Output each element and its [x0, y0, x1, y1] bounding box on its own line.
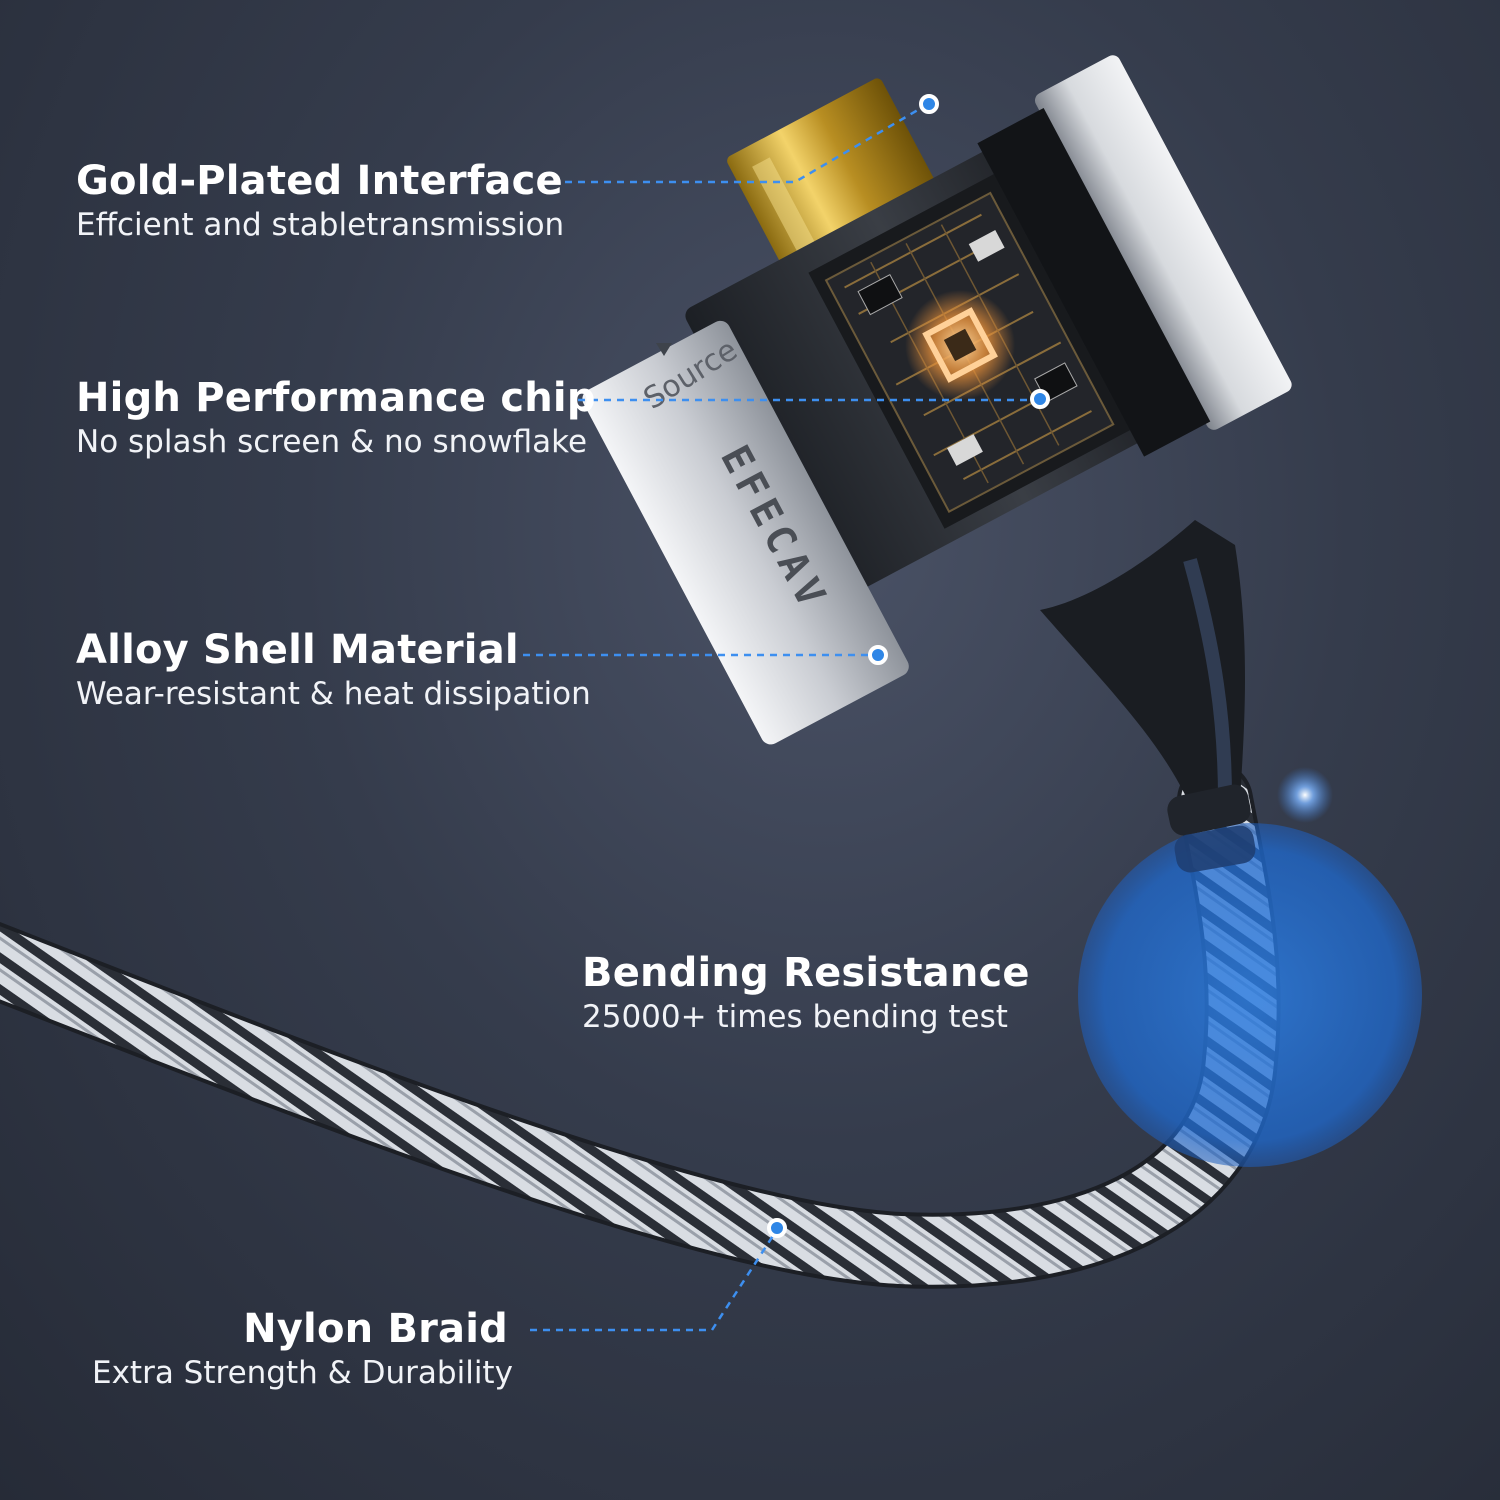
feature-title: Bending Resistance: [582, 950, 1030, 996]
callout-dot-nylon: [767, 1218, 787, 1238]
alloy-shell-left: [582, 320, 909, 745]
feature-description: Extra Strength & Durability: [92, 1355, 513, 1391]
bending-highlight-circle: [1078, 823, 1422, 1167]
feature-title: Nylon Braid: [243, 1306, 508, 1352]
feature-title: Alloy Shell Material: [76, 627, 519, 673]
feature-title: High Performance chip: [76, 375, 596, 421]
strain-relief: [1040, 520, 1256, 873]
blue-spark: [1277, 767, 1333, 823]
feature-alloy-shell: Alloy Shell Material Wear-resistant & he…: [76, 626, 591, 714]
feature-description: Effcient and stabletransmission: [76, 207, 565, 243]
feature-nylon-braid: Nylon Braid Extra Strength & Durability: [92, 1305, 513, 1393]
leader-line-gold: [552, 102, 929, 184]
feature-gold-plated: Gold-Plated Interface Effcient and stabl…: [76, 157, 564, 245]
feature-title: Gold-Plated Interface: [76, 158, 563, 204]
hdmi-connector: [582, 55, 1292, 745]
leader-lines: [523, 102, 1040, 1332]
feature-bending-resistance: Bending Resistance 25000+ times bending …: [582, 949, 1030, 1037]
leader-line-nylon: [530, 1227, 780, 1332]
port-label-marker: [656, 343, 672, 356]
leader-dots: [767, 94, 1050, 1238]
performance-chip: [922, 307, 998, 383]
feature-chip: High Performance chip No splash screen &…: [76, 374, 596, 462]
feature-description: 25000+ times bending test: [582, 999, 1008, 1035]
callout-dot-alloy: [868, 645, 888, 665]
callout-dot-chip: [1030, 389, 1050, 409]
feature-description: Wear-resistant & heat dissipation: [76, 676, 591, 712]
callout-dot-gold: [919, 94, 939, 114]
feature-description: No splash screen & no snowflake: [76, 424, 588, 460]
alloy-shell-right: [1034, 55, 1292, 430]
